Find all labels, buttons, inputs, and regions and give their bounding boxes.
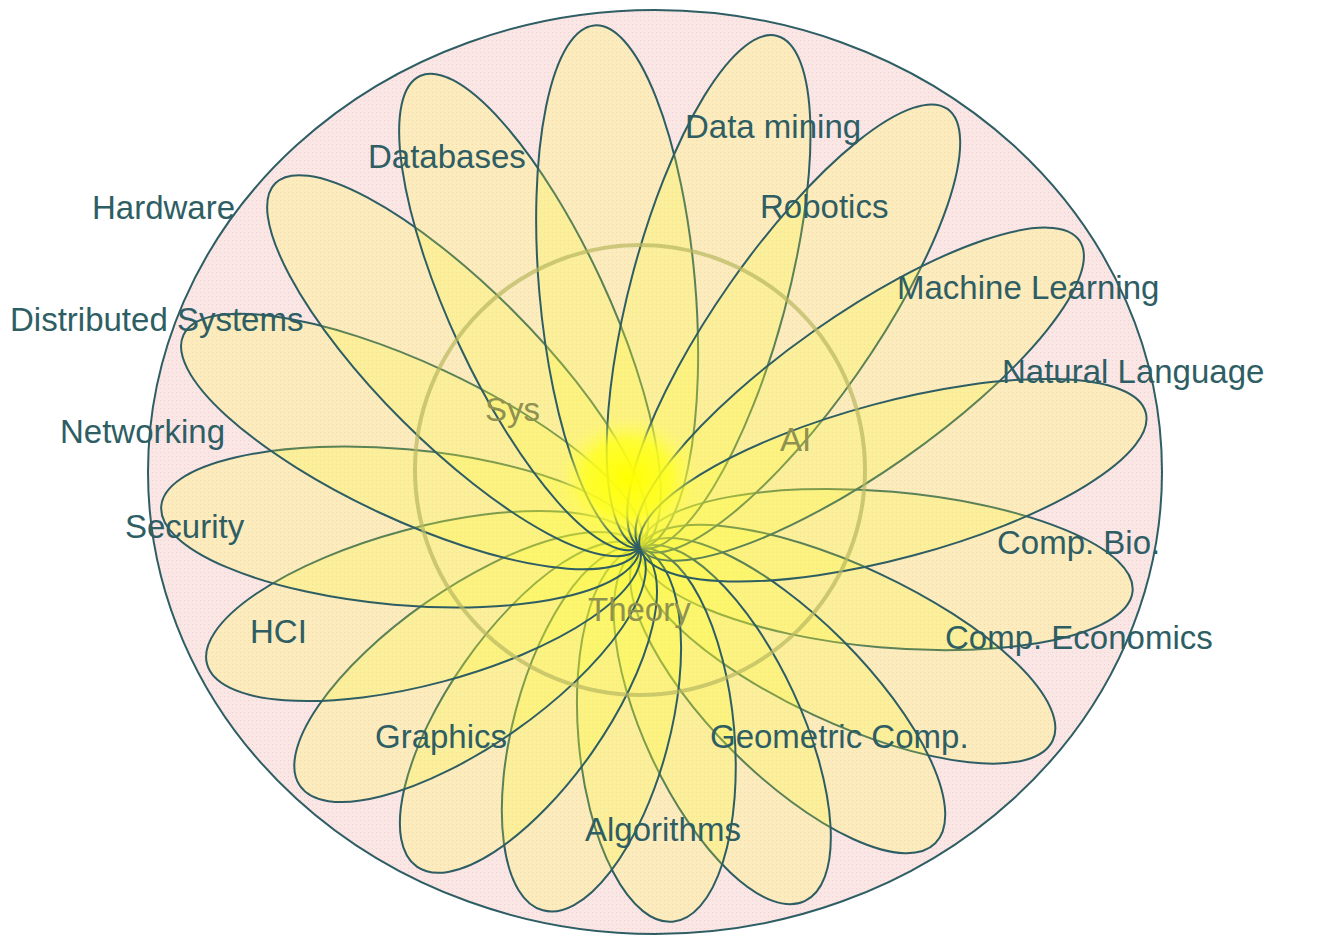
field-label: Distributed Systems (10, 302, 303, 338)
field-label: Natural Language (1002, 354, 1264, 390)
field-label: Geometric Comp. (710, 719, 969, 755)
area-label: Theory (588, 592, 691, 628)
field-label: Algorithms (585, 812, 741, 848)
area-label: AI (780, 422, 811, 458)
field-label: Security (125, 509, 244, 545)
field-label: Graphics (375, 719, 507, 755)
center-glow (558, 416, 698, 540)
petal-group (150, 16, 1165, 934)
field-label: Networking (60, 414, 225, 450)
field-label: HCI (250, 614, 307, 650)
field-label: Comp. Economics (945, 620, 1213, 656)
field-label: Data mining (685, 109, 861, 145)
core-circle (415, 245, 865, 695)
field-label: Comp. Bio. (997, 525, 1160, 561)
field-label: Databases (368, 139, 526, 175)
area-label: Sys (485, 392, 540, 428)
field-label: Machine Learning (897, 270, 1159, 306)
field-label: Hardware (92, 190, 235, 226)
field-label: Robotics (760, 189, 888, 225)
